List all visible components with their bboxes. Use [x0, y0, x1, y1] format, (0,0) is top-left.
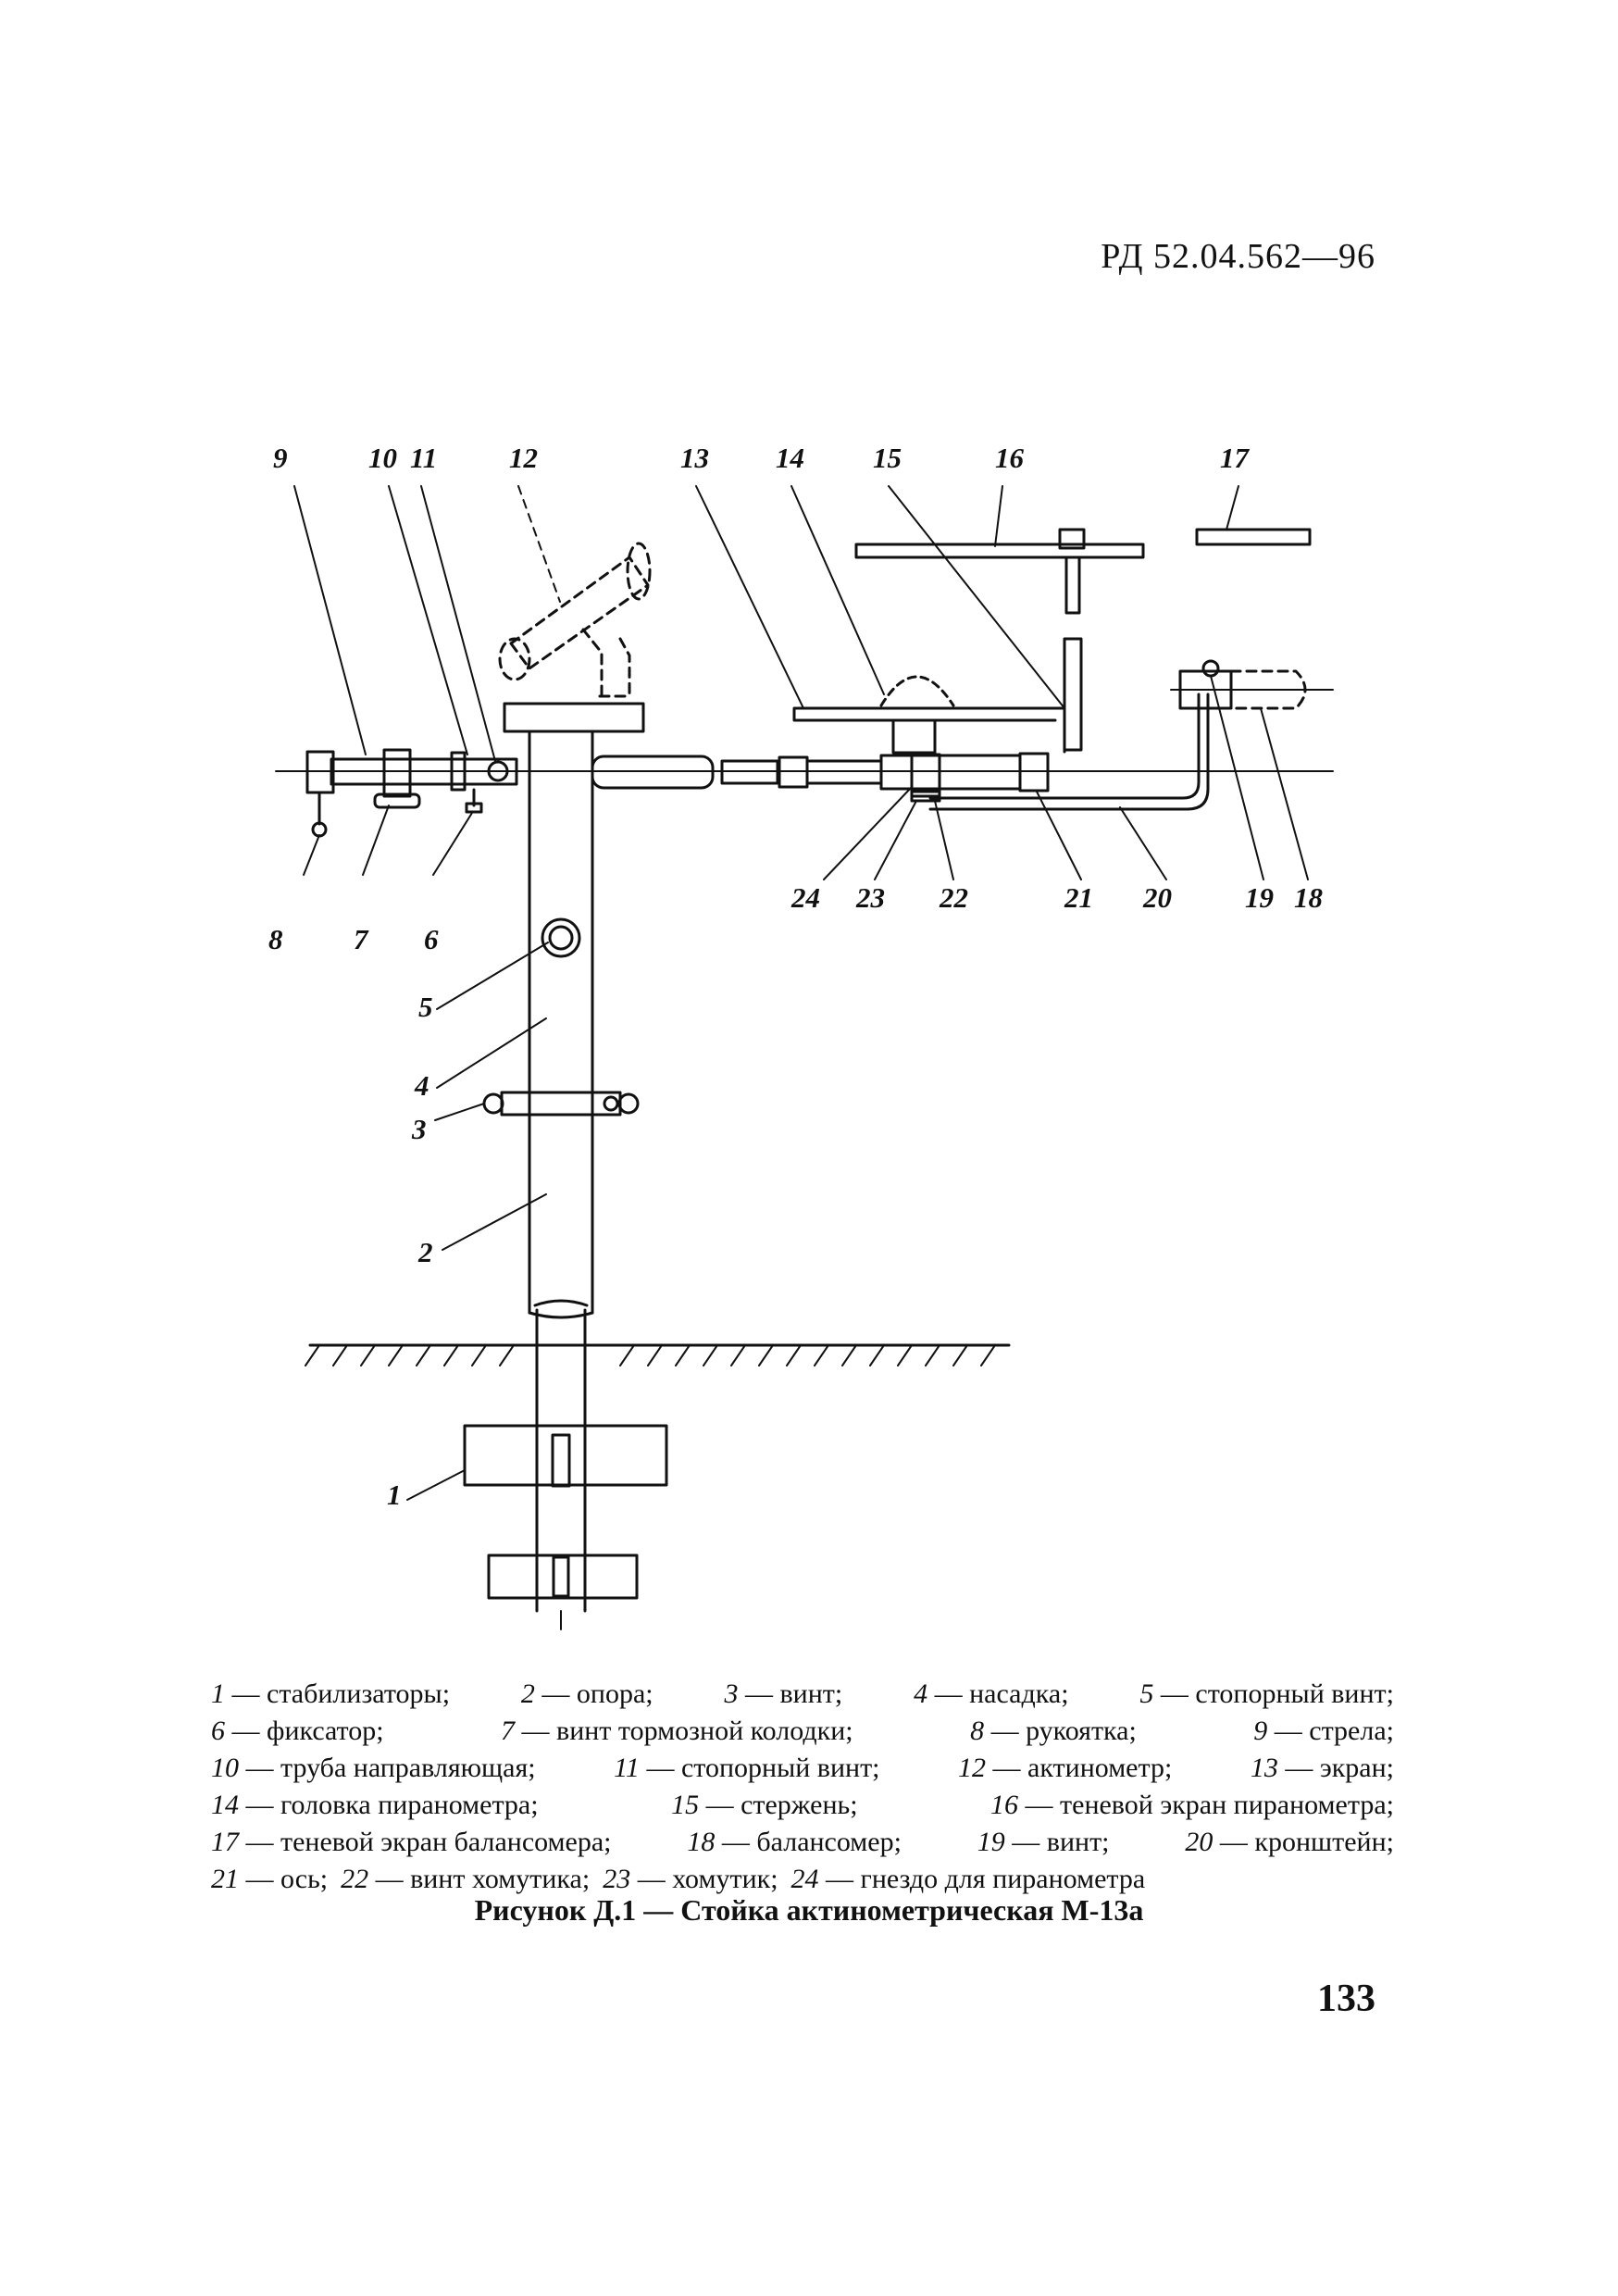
legend-line: 14 — головка пиранометра; 15 — стержень;…: [211, 1787, 1394, 1824]
legend-item: 7 — винт тормозной колодки;: [501, 1716, 853, 1746]
callout-9: 9: [273, 442, 288, 474]
right-boom-tube-1: [591, 755, 715, 790]
legend-item: 16 — теневой экран пиранометра;: [990, 1790, 1394, 1820]
legend-item: 15 — стержень;: [671, 1790, 858, 1820]
page-number: 133: [1317, 1978, 1375, 2020]
figure-legend: 1 — стабилизаторы; 2 — опора; 3 — винт; …: [211, 1676, 1394, 1898]
legend-item: 21 — ось;: [211, 1864, 329, 1894]
legend-line: 6 — фиксатор; 7 — винт тормозной колодки…: [211, 1713, 1394, 1750]
legend-item: 22 — винт хомутика;: [341, 1864, 591, 1894]
callout-8: 8: [268, 923, 283, 955]
legend-line: 17 — теневой экран балансомера; 18 — бал…: [211, 1824, 1394, 1861]
legend-item: 14 — головка пиранометра;: [211, 1790, 539, 1820]
callout-12: 12: [509, 442, 538, 474]
callout-23: 23: [855, 881, 885, 914]
callout-24: 24: [790, 881, 820, 914]
callout-11: 11: [410, 442, 437, 474]
legend-item: 24 — гнездо для пиранометра: [790, 1864, 1146, 1894]
axis-21: [1018, 752, 1050, 792]
legend-item: 19 — винт;: [977, 1827, 1110, 1857]
legend-item: 3 — винт;: [724, 1678, 843, 1709]
shadow-screen-16: [854, 543, 1145, 559]
legend-item: 17 — теневой экран балансомера;: [211, 1827, 612, 1857]
legend-item: 20 — кронштейн;: [1185, 1827, 1394, 1857]
legend-item: 12 — актинометр;: [958, 1753, 1173, 1783]
callout-17: 17: [1220, 442, 1251, 474]
ground-line: [305, 1343, 1011, 1366]
rod-15: [1063, 637, 1083, 752]
document-code: РД 52.04.562—96: [1101, 237, 1375, 276]
actinometer: [498, 542, 652, 698]
legend-line: 10 — труба направляющая; 11 — стопорный …: [211, 1750, 1394, 1787]
legend-item: 8 — рукоятка;: [970, 1716, 1137, 1746]
callout-1: 1: [387, 1479, 402, 1511]
brake-screw: [382, 748, 412, 798]
callout-5: 5: [418, 991, 433, 1023]
lower-post: [535, 1308, 587, 1613]
callout-19: 19: [1245, 881, 1274, 914]
callout-21: 21: [1064, 881, 1093, 914]
stabilizer-lower: [487, 1554, 639, 1600]
callout-7: 7: [354, 923, 369, 955]
legend-item: 10 — труба направляющая;: [211, 1753, 536, 1783]
post-clamp: [500, 1091, 622, 1117]
post-break: [528, 1299, 594, 1319]
callout-22: 22: [939, 881, 968, 914]
top-platform: [503, 702, 645, 733]
figure-caption: Рисунок Д.1 — Стойка актинометрическая М…: [474, 1893, 1144, 1927]
callout-2: 2: [417, 1236, 433, 1268]
legend-item: 23 — хомутик;: [603, 1864, 778, 1894]
right-boom-tube-2: [720, 759, 779, 785]
legend-item: 13 — экран;: [1250, 1753, 1394, 1783]
legend-item: 18 — балансомер;: [687, 1827, 902, 1857]
callout-15: 15: [873, 442, 902, 474]
callout-14: 14: [776, 442, 804, 474]
shadow-screen-17: [1195, 528, 1312, 546]
legend-item: 9 — стрела;: [1253, 1716, 1394, 1746]
legend-item: 5 — стопорный винт;: [1139, 1678, 1394, 1709]
guide-clamp: [450, 751, 467, 792]
callout-6: 6: [424, 923, 439, 955]
screw-19: [1201, 659, 1220, 678]
callout-3: 3: [411, 1113, 427, 1145]
left-boom-tube: [330, 757, 518, 786]
legend-item: 6 — фиксатор;: [211, 1716, 384, 1746]
pyranometer-head: [879, 675, 955, 707]
legend-line: 21 — ось; 22 — винт хомутика; 23 — хомут…: [211, 1861, 1394, 1898]
stand-diagram: 1 2 3 4 5 6 7 8 9 10 11 12 13 14 15 16 1…: [268, 442, 1334, 1630]
legend-line: 1 — стабилизаторы; 2 — опора; 3 — винт; …: [211, 1676, 1394, 1713]
callout-16: 16: [995, 442, 1025, 474]
clamp-23: [910, 753, 941, 798]
upper-post: [528, 730, 594, 1315]
callout-18: 18: [1294, 881, 1324, 914]
legend-item: 1 — стабилизаторы;: [211, 1678, 451, 1709]
stop-screw-5: [541, 917, 581, 958]
bracket-20: [928, 693, 1201, 800]
callout-13: 13: [680, 442, 709, 474]
stop-screw-11: [487, 760, 509, 782]
callout-10: 10: [368, 442, 397, 474]
legend-item: 2 — опора;: [520, 1678, 653, 1709]
callout-4: 4: [414, 1069, 429, 1102]
screen-13: [792, 706, 1066, 754]
legend-item: 11 — стопорный винт;: [614, 1753, 880, 1783]
legend-item: 4 — насадка;: [914, 1678, 1069, 1709]
callout-20: 20: [1142, 881, 1172, 914]
